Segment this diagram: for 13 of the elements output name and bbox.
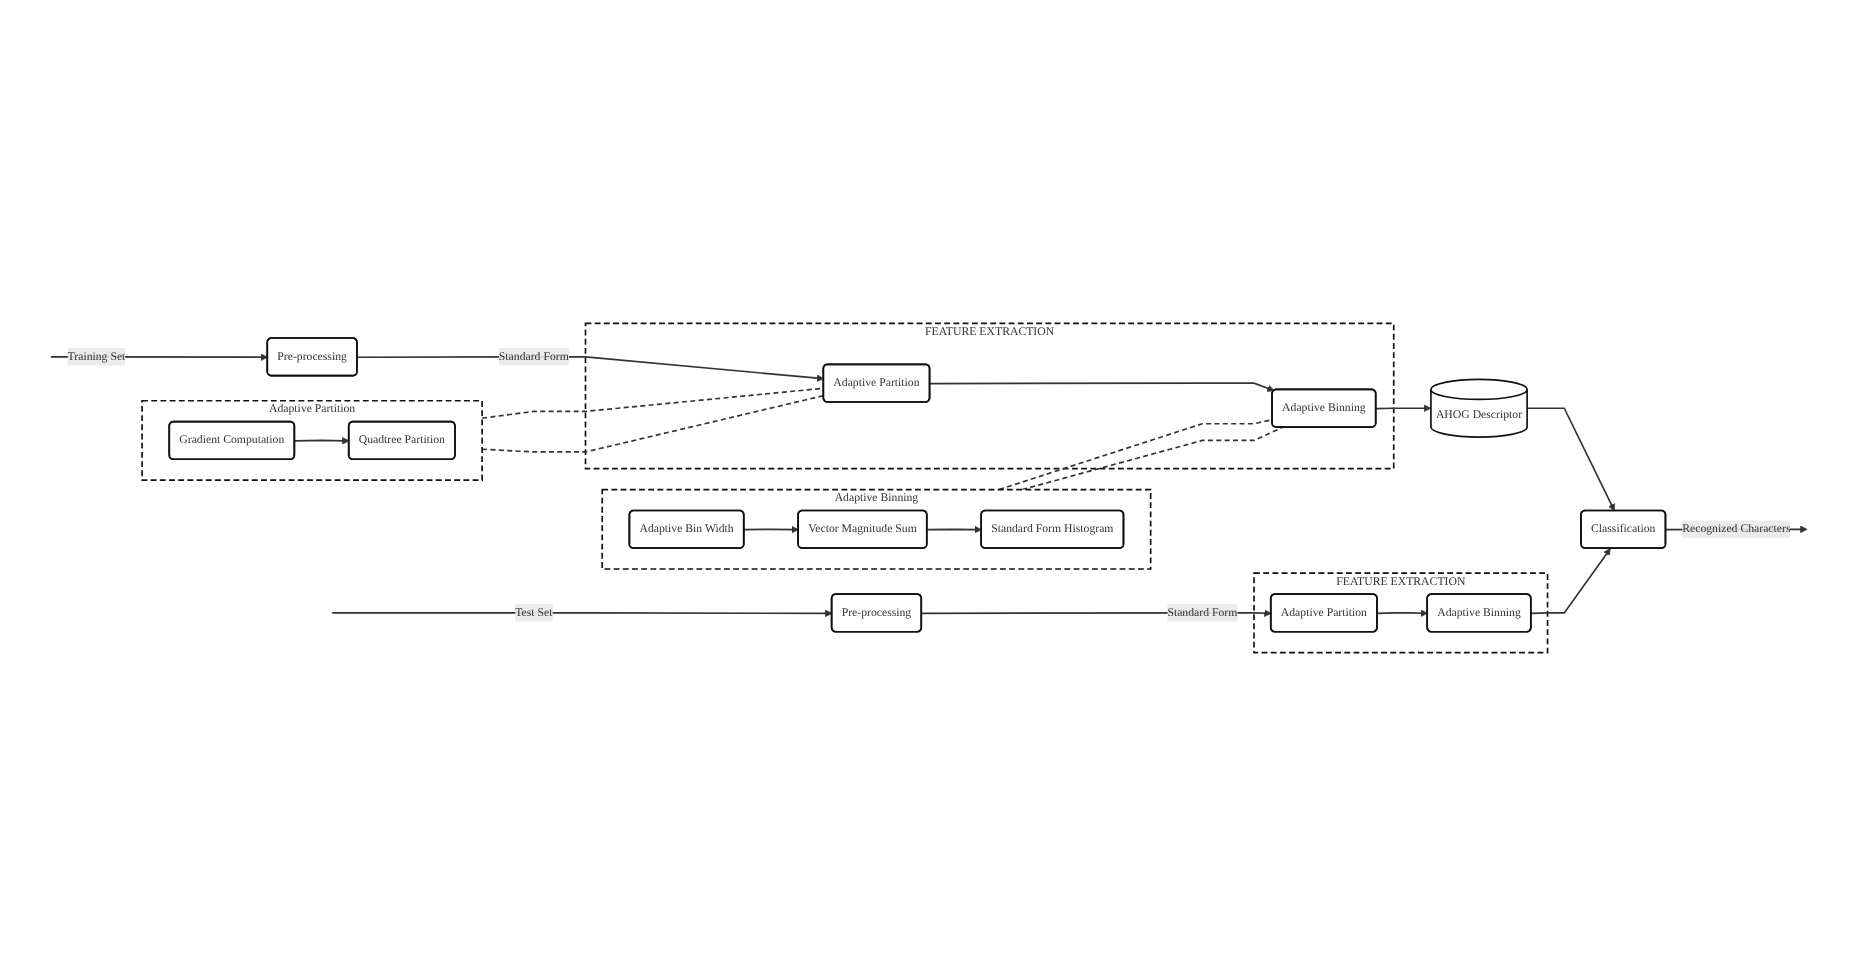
arrow (293, 437, 350, 445)
connector (998, 418, 1273, 491)
arrow (1530, 548, 1611, 615)
arrow (1526, 407, 1615, 512)
connector (1021, 426, 1284, 491)
connector (481, 387, 825, 419)
arrow (743, 525, 799, 534)
arrow (331, 609, 833, 617)
arrow (1376, 609, 1428, 617)
arrow (926, 525, 982, 534)
connector (481, 394, 825, 453)
arrow (929, 382, 1275, 392)
arrow (1375, 404, 1432, 412)
